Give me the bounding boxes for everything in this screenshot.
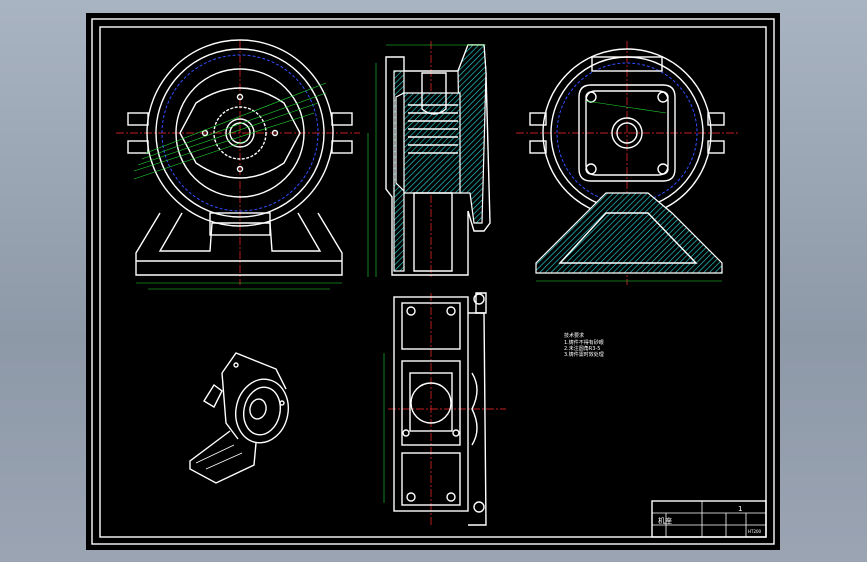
bottom-view <box>383 292 506 526</box>
part-quantity: 1 <box>738 505 742 513</box>
part-material: HT200 <box>748 529 762 534</box>
technical-requirements: 技术要求 1.铸件不得有砂眼 2.未注圆角R3-5 3.铸件需时效处理 <box>564 332 604 358</box>
tech-req-line-2: 2.未注圆角R3-5 <box>564 345 600 352</box>
tech-req-line-1: 1.铸件不得有砂眼 <box>564 339 604 346</box>
front-view <box>116 39 360 290</box>
outer-frame <box>91 18 775 545</box>
tech-req-line-3: 3.铸件需时效处理 <box>564 351 604 358</box>
inner-frame <box>99 26 767 538</box>
cad-drawing: 技术要求 1.铸件不得有砂眼 2.未注圆角R3-5 3.铸件需时效处理 机座 1… <box>91 18 775 545</box>
isometric-view <box>189 352 289 484</box>
tech-req-heading: 技术要求 <box>564 332 584 339</box>
side-view <box>516 41 740 285</box>
part-name: 机座 <box>658 516 672 525</box>
drawing-sheet: 技术要求 1.铸件不得有砂眼 2.未注圆角R3-5 3.铸件需时效处理 机座 1… <box>86 13 780 550</box>
title-block: 机座 1 HT200 <box>651 500 767 538</box>
section-view <box>367 41 491 277</box>
